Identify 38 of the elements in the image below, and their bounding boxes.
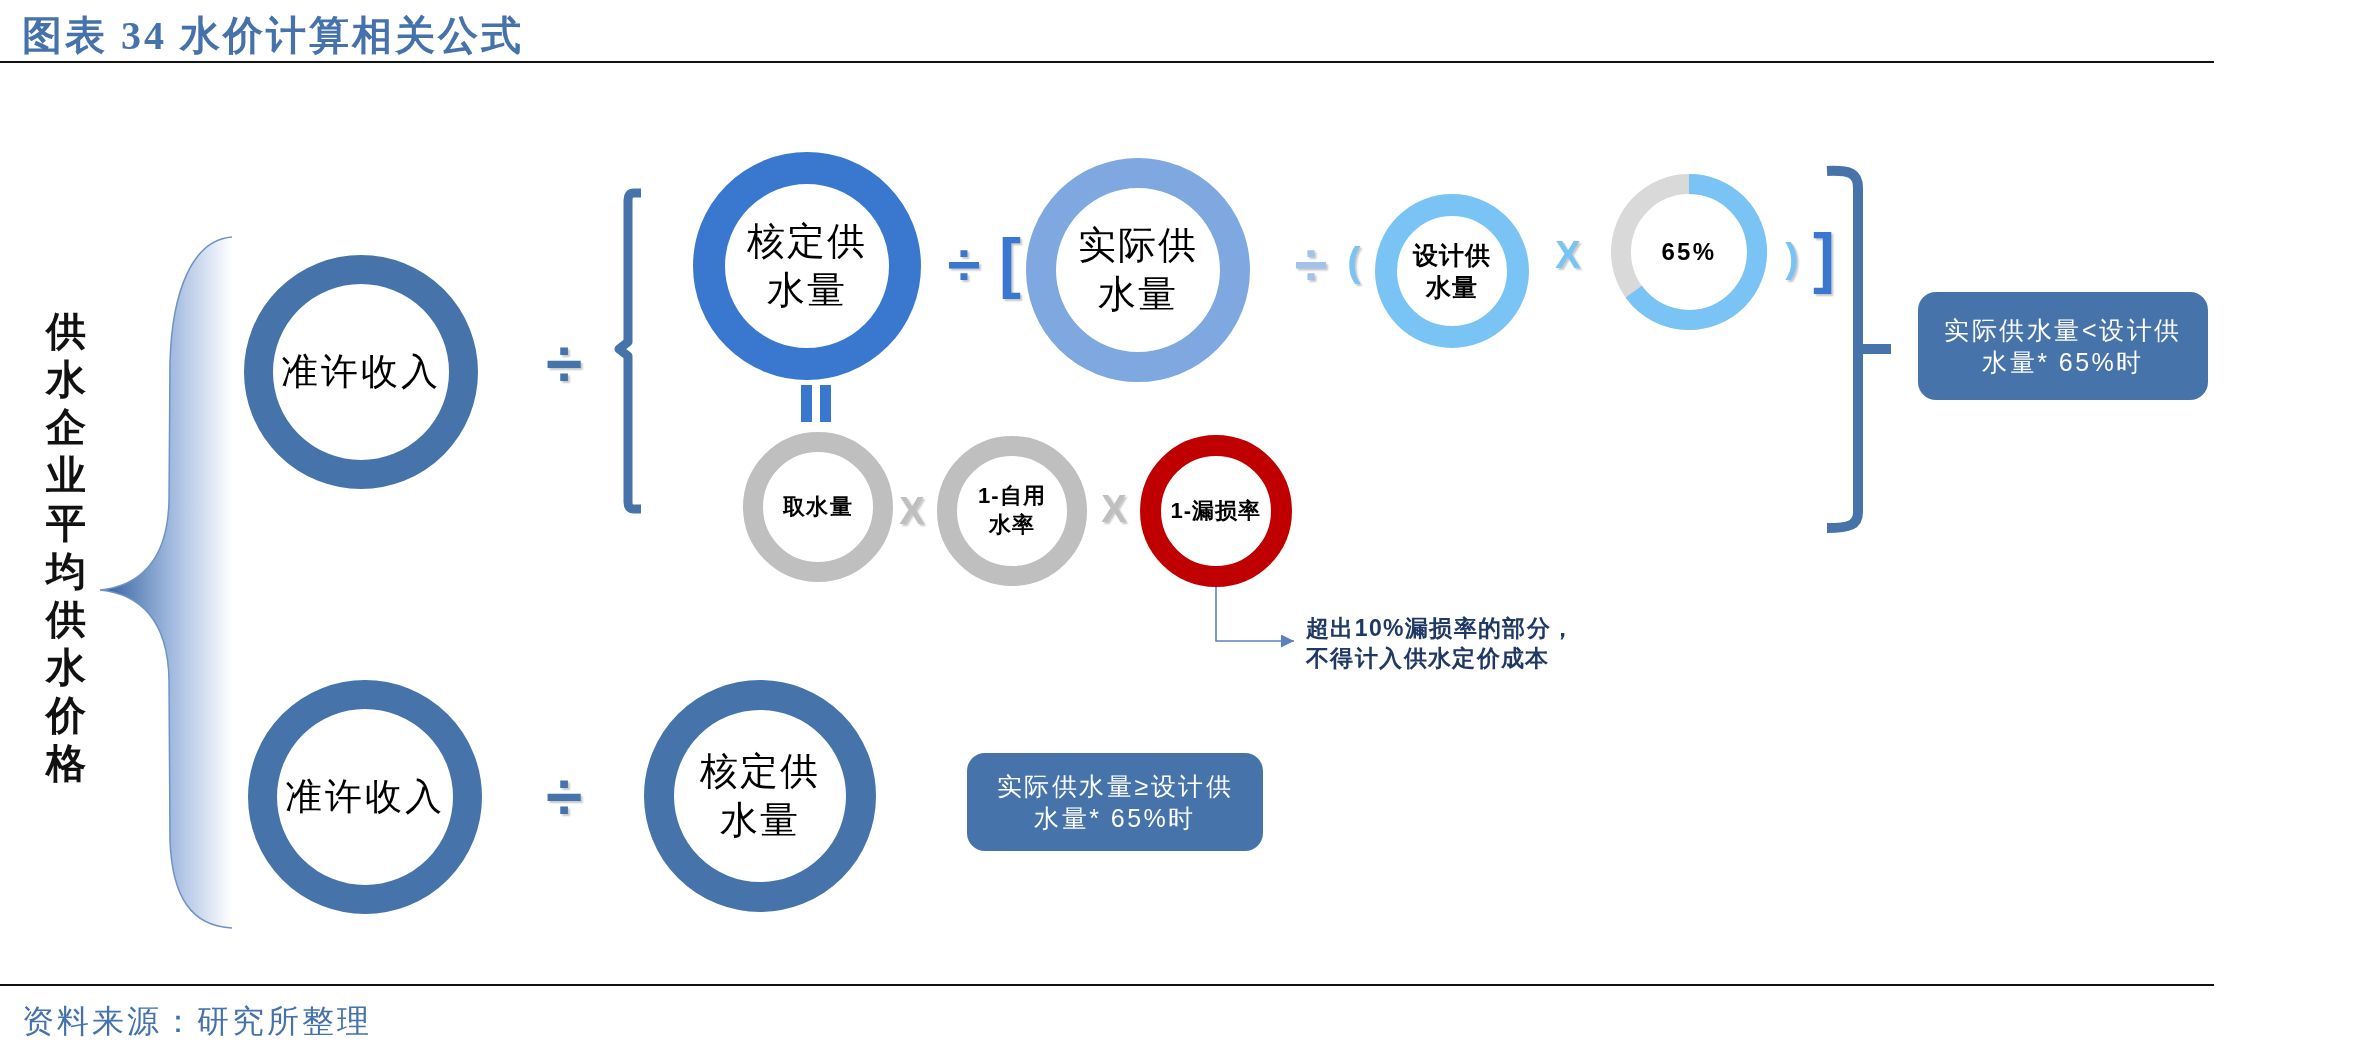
vertical-label: 供水企业平均供水价格 (46, 308, 86, 788)
condition-text: 实际供水量<设计供水量* 65%时 (1943, 314, 2183, 378)
circle-node (1375, 194, 1529, 348)
circle-node (248, 680, 482, 914)
node-label: 实际供水量 (1077, 222, 1199, 317)
node-label: 设计供水量 (1411, 239, 1493, 303)
node-label: 准许收入 (281, 349, 441, 394)
node-label: 核定供水量 (699, 748, 821, 843)
circle-node (693, 152, 921, 380)
leader-line (1215, 586, 1295, 648)
divide-sign: ÷ (545, 764, 583, 830)
circle-node (1140, 435, 1292, 587)
circle-node (644, 680, 876, 912)
circle-node (937, 436, 1087, 586)
node-label: 1-漏损率 (1170, 496, 1262, 525)
divide-sign: ÷ (545, 331, 583, 397)
node-label: 1-自用水率 (977, 482, 1047, 539)
node-label: 准许收入 (285, 774, 445, 819)
condition-text: 实际供水量≥设计供水量* 65%时 (995, 770, 1235, 834)
circle-node (244, 255, 478, 489)
node-label: 取水量 (783, 492, 853, 521)
source-note: 资料来源：研究所整理 (22, 1002, 372, 1041)
annotation-text: 超出10%漏损率的部分，不得计入供水定价成本 (1294, 614, 1597, 674)
node-label: 65% (1661, 237, 1717, 268)
condition-box (967, 753, 1263, 851)
open-paren: ( (1347, 242, 1361, 282)
circle-node (743, 432, 893, 582)
divide-sign: ÷ (947, 235, 981, 295)
node-label: 核定供水量 (746, 218, 868, 313)
circle-node (1026, 158, 1250, 382)
times-sign: X (1555, 236, 1581, 274)
condition-box (1918, 292, 2208, 400)
divide-sign: ÷ (1294, 235, 1328, 295)
percentage-ring (1611, 174, 1767, 330)
close-paren: ) (1785, 238, 1799, 278)
times-sign: X (1101, 490, 1127, 528)
figure-title: 图表 34 水价计算相关公式 (22, 12, 524, 60)
times-sign: X (899, 492, 925, 530)
